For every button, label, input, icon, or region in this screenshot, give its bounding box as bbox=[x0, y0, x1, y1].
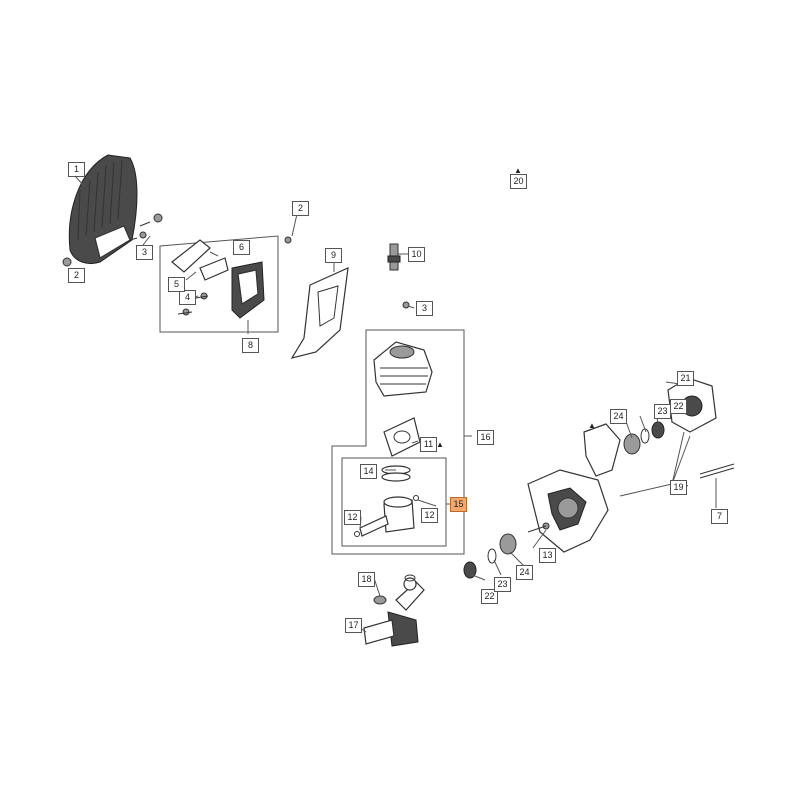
group-bracket bbox=[331, 329, 465, 555]
callout-4[interactable]: 4 bbox=[179, 290, 196, 305]
callout-23[interactable]: 23 bbox=[494, 577, 511, 592]
spark-plug-part[interactable] bbox=[387, 243, 401, 271]
callout-24[interactable]: 24 bbox=[516, 565, 533, 580]
bolt-part[interactable] bbox=[527, 522, 550, 533]
muffler-plate-part[interactable] bbox=[171, 239, 211, 273]
triangle-marker: ▲ bbox=[588, 421, 596, 430]
screw-part[interactable] bbox=[284, 236, 292, 244]
cylinder-part[interactable] bbox=[373, 341, 433, 397]
circlip-part[interactable] bbox=[354, 531, 360, 537]
callout-17[interactable]: 17 bbox=[345, 618, 362, 633]
piston-group-bracket bbox=[341, 457, 447, 547]
callout-15-highlighted[interactable]: 15 bbox=[450, 497, 467, 512]
ring-part[interactable] bbox=[404, 574, 416, 582]
crankcase-gasket-part[interactable] bbox=[583, 423, 621, 477]
screw-part[interactable] bbox=[177, 308, 193, 316]
callout-12[interactable]: 12 bbox=[421, 508, 438, 523]
callout-11[interactable]: 11 bbox=[420, 437, 437, 452]
callout-22[interactable]: 22 bbox=[670, 399, 687, 414]
triangle-marker: ▲ bbox=[514, 166, 522, 175]
callout-22[interactable]: 22 bbox=[481, 589, 498, 604]
seal-part[interactable] bbox=[463, 561, 477, 579]
callout-20[interactable]: 20 bbox=[510, 174, 527, 189]
callout-8[interactable]: 8 bbox=[242, 338, 259, 353]
callout-3[interactable]: 3 bbox=[416, 301, 433, 316]
seal-part[interactable] bbox=[651, 421, 665, 439]
callout-18[interactable]: 18 bbox=[358, 572, 375, 587]
callout-2[interactable]: 2 bbox=[292, 201, 309, 216]
crankshaft-part[interactable] bbox=[363, 577, 425, 647]
circlip-part[interactable] bbox=[413, 495, 419, 501]
callout-23[interactable]: 23 bbox=[654, 404, 671, 419]
gasket-part[interactable] bbox=[199, 257, 229, 281]
tube-part[interactable] bbox=[699, 463, 735, 479]
callout-12[interactable]: 12 bbox=[344, 510, 361, 525]
group-bracket bbox=[159, 235, 279, 333]
needle-bearing-part[interactable] bbox=[373, 595, 387, 605]
callout-10[interactable]: 10 bbox=[408, 247, 425, 262]
screw-part[interactable] bbox=[139, 213, 163, 227]
cylinder-gasket-part[interactable] bbox=[383, 417, 421, 457]
ring-part[interactable] bbox=[487, 548, 497, 564]
screw-part[interactable] bbox=[62, 257, 72, 267]
callout-13[interactable]: 13 bbox=[539, 548, 556, 563]
crankcase-half-part[interactable] bbox=[667, 377, 717, 433]
callout-1[interactable]: 1 bbox=[68, 162, 85, 177]
piston-part[interactable] bbox=[359, 496, 415, 537]
callout-5[interactable]: 5 bbox=[168, 277, 185, 292]
callout-6[interactable]: 6 bbox=[233, 240, 250, 255]
bearing-part[interactable] bbox=[623, 433, 641, 455]
piston-ring-part[interactable] bbox=[381, 472, 411, 482]
screw-part[interactable] bbox=[129, 231, 147, 241]
callout-21[interactable]: 21 bbox=[677, 371, 694, 386]
callout-7[interactable]: 7 bbox=[711, 509, 728, 524]
cover-housing-part[interactable] bbox=[68, 154, 138, 264]
crankcase-part[interactable] bbox=[527, 469, 609, 553]
bearing-part[interactable] bbox=[499, 533, 517, 555]
callout-16[interactable]: 16 bbox=[477, 430, 494, 445]
callout-24[interactable]: 24 bbox=[610, 409, 627, 424]
callout-14[interactable]: 14 bbox=[360, 464, 377, 479]
screw-part[interactable] bbox=[402, 301, 410, 309]
muffler-part[interactable] bbox=[231, 261, 265, 319]
screw-part[interactable] bbox=[195, 292, 209, 300]
heat-shield-part[interactable] bbox=[290, 267, 349, 359]
ring-part[interactable] bbox=[640, 428, 650, 444]
triangle-marker: ▲ bbox=[436, 440, 444, 449]
callout-19[interactable]: 19 bbox=[670, 480, 687, 495]
callout-2[interactable]: 2 bbox=[68, 268, 85, 283]
callout-9[interactable]: 9 bbox=[325, 248, 342, 263]
callout-3[interactable]: 3 bbox=[136, 245, 153, 260]
